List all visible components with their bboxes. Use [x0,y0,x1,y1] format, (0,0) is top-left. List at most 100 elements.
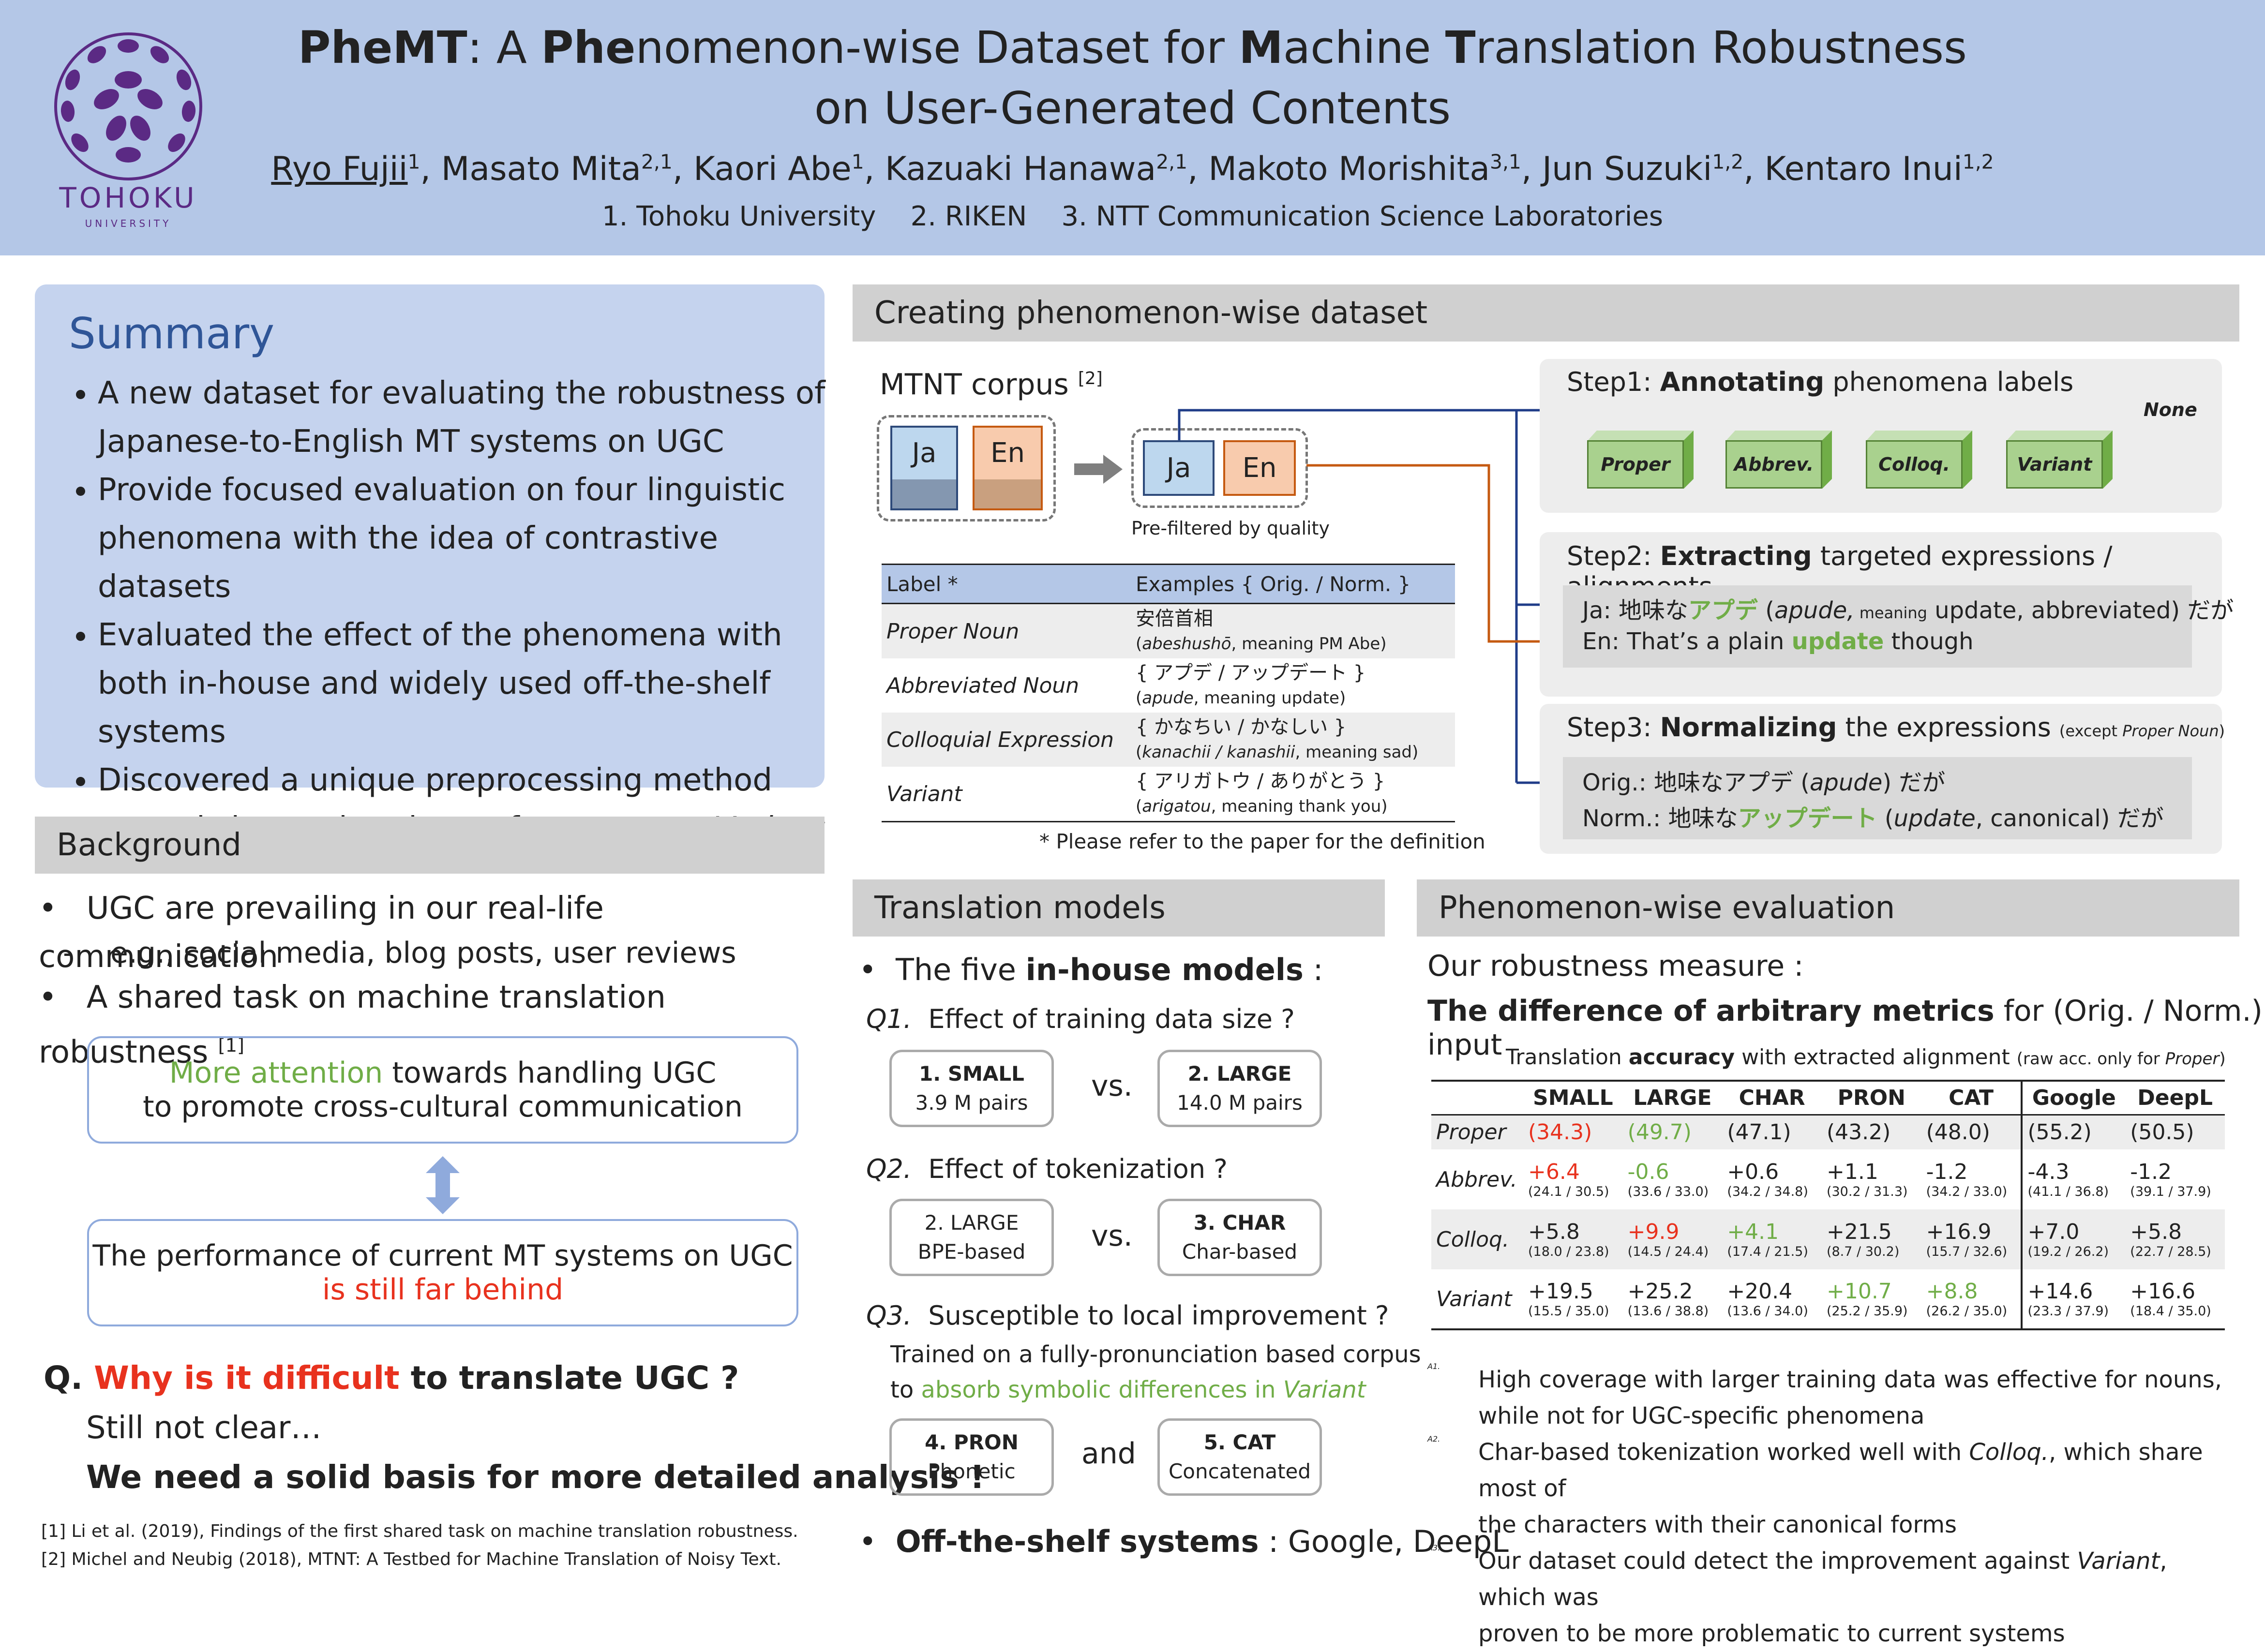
result-cell: -1.2(34.2 / 33.0) [1921,1149,2022,1209]
answer-num: A1. [1427,1362,1440,1371]
en-filtered-icon: En [1223,440,1296,496]
text: En: That’s a plain [1582,628,1792,655]
label-name: Colloquial Expression [886,727,1114,752]
small: (except [2059,722,2123,740]
poster-title-line1: PheMT: A Phenomenon-wise Dataset for Mac… [0,22,2265,74]
column-header: CHAR [1739,1085,1805,1110]
meaning: , meaning thank you) [1211,797,1388,816]
summary-text: A new dataset for evaluating the robustn… [98,375,825,460]
author-name: Ryo Fujii [271,150,408,188]
italic: apude [1810,769,1883,796]
doc-fold [975,479,1041,508]
offshelf-line: • Off-the-shelf systems : Google, DeepL [859,1524,1509,1559]
row-label: Abbrev. [1436,1167,1517,1192]
result-value: (43.2) [1826,1120,1891,1145]
double-arrow-icon [426,1156,460,1214]
summary-text: Evaluated the effect of the phenomena wi… [98,617,782,750]
summary-item: A new dataset for evaluating the robustn… [98,369,833,466]
result-detail: (15.7 / 32.6) [1926,1244,2008,1259]
attention-line1: More attention towards handling UGC [89,1056,796,1090]
poster-title-line2: on User-Generated Contents [814,82,1451,134]
text: : [1303,952,1323,987]
table-caption: Translation accuracy with extracted alig… [1506,1045,2226,1070]
author-affil-num: 1 [407,150,420,174]
definition-note: * Please refer to the paper for the defi… [1039,830,1485,853]
results-row: Abbrev.+6.4(24.1 / 30.5)-0.6(33.6 / 33.0… [1431,1149,2225,1209]
attention-line2: to promote cross-cultural communication [143,1090,743,1124]
result-detail: (25.2 / 35.9) [1826,1304,1908,1319]
cube-label: Variant [2006,440,2103,489]
result-cell: -4.3(41.1 / 36.8) [2021,1149,2126,1209]
result-detail: (26.2 / 35.0) [1926,1304,2008,1319]
author-separator: , [1187,150,1209,188]
inhouse-line: • The five in-house models : [859,952,1323,987]
q-num: Q3. [866,1300,912,1331]
cube-label: Abbrev. [1725,440,1822,489]
result-cell: +4.1(17.4 / 21.5) [1722,1209,1822,1269]
result-value: (34.3) [1528,1120,1592,1145]
result-value: +10.7 [1826,1279,1892,1304]
author-affil-num: 1,2 [1962,150,1994,174]
title-segment: M [1239,22,1283,74]
text: Norm.: 地味な [1582,805,1738,832]
author-separator: , [1743,150,1765,188]
example-meaning: (arigatou, meaning thank you) [1136,794,1388,819]
result-value: +1.1 [1826,1160,1878,1184]
result-value: -1.2 [1926,1160,1968,1184]
author-name: Jun Suzuki [1542,150,1712,188]
step-rest: the expressions [1837,712,2059,743]
answer-item: A1.High coverage with larger training da… [1427,1362,2231,1434]
difference-line: The difference of arbitrary metrics for … [1427,994,2265,1062]
result-value: +19.5 [1528,1279,1593,1304]
label-example: { アプデ / アップデート }(apude, meaning update) [1136,660,1365,711]
mtnt-label: MTNT corpus [2] [880,368,1103,402]
reference-1: [1] Li et al. (2019), Findings of the fi… [41,1521,798,1541]
doc-fold [892,479,956,508]
text: : Google, DeepL [1259,1524,1509,1559]
label-table-row: Abbreviated Noun{ アプデ / アップデート }(apude, … [882,658,1455,713]
title-segment: nomenon-wise Dataset for [635,22,1239,74]
small: ) [2219,1049,2226,1069]
step-prefix: Step1: [1567,367,1660,397]
step-keyword: Annotating [1660,367,1825,397]
text: Orig.: 地味なアプデ ( [1582,769,1810,796]
result-cell: +7.0(19.2 / 26.2) [2021,1209,2126,1269]
step2-example [1563,585,2192,668]
step-keyword: Extracting [1660,541,1812,571]
text: Ja: 地味な [1582,597,1689,624]
result-value: +21.5 [1826,1220,1892,1244]
model-name: 5. CAT [1203,1430,1276,1454]
text: though [1884,628,1974,655]
en-label: En [990,437,1025,469]
answer-italic: Colloq. [1969,1439,2049,1466]
result-value: +14.6 [2027,1279,2093,1304]
column-header: SMALL [1533,1085,1613,1110]
result-value: +16.9 [1926,1220,1992,1244]
column-header: DeepL [2137,1085,2213,1110]
label-name: Proper Noun [886,619,1020,644]
q3-desc2: to absorb symbolic differences in Varian… [890,1376,1366,1403]
meaning: , meaning sad) [1295,743,1419,762]
author-separator: , [420,150,441,188]
step-rest: phenomena labels [1824,367,2074,397]
answer-num: A2. [1427,1434,1440,1444]
example-meaning: (kanachii / kanashii, meaning sad) [1136,740,1418,765]
romaji: kanachii / kanashii [1142,743,1295,762]
small-italic: Proper Noun [2122,722,2219,740]
result-detail: (8.7 / 30.2) [1826,1244,1900,1259]
answer-num: A3. [1427,1543,1440,1552]
paren: ( [1136,797,1142,816]
result-value: +20.4 [1727,1279,1793,1304]
model-desc: BPE-based [917,1240,1026,1264]
evaluation-header: Phenomenon-wise evaluation [1417,879,2239,937]
right-arrow-icon [1074,455,1123,484]
result-cell: +5.8(22.7 / 28.5) [2125,1209,2225,1269]
result-cell: +8.8(26.2 / 35.0) [1921,1269,2022,1329]
example-orig-norm: { アプデ / アップデート } [1136,662,1366,684]
label-example: { アリガトウ / ありがとう }(arigatou, meaning than… [1136,769,1388,819]
small-italic: Proper [2165,1049,2220,1069]
